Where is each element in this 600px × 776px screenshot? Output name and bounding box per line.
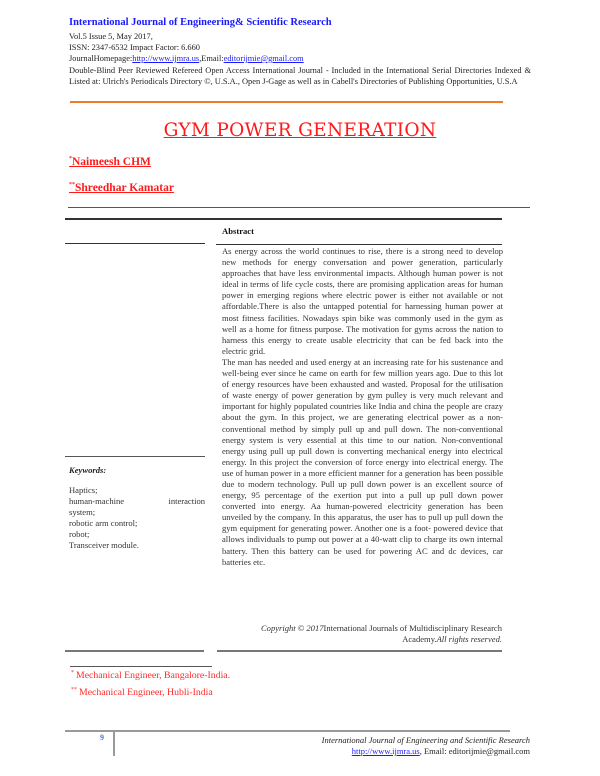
keywords-heading-rule	[65, 456, 205, 457]
copyright-notice: Copyright © 2017International Journals o…	[222, 623, 502, 645]
homepage-link[interactable]: http://www.ijmra.us	[132, 54, 200, 63]
email-label: ,Email:	[199, 54, 224, 63]
keyword-item-continued: system;	[69, 507, 96, 518]
footer-rule	[65, 730, 510, 732]
footnote-separator	[70, 666, 212, 667]
author-1: *Naimeesh CHM	[69, 156, 151, 168]
paper-title: GYM POWER GENERATION	[163, 120, 437, 141]
abstract-paragraph-1: As energy across the world continues to …	[222, 246, 503, 356]
keyword-item: robot;	[69, 529, 90, 540]
page-number: 9	[100, 733, 104, 742]
footnote-2-text: Mechanical Engineer, Hubli-India	[79, 687, 213, 698]
keyword-item: Haptics;	[69, 485, 98, 495]
footer-vertical-rule	[113, 730, 115, 756]
keyword-text: human-machine	[69, 496, 125, 507]
email-link[interactable]: editorijmie@gmail.com	[223, 54, 304, 63]
copyright-org: International Journals of Multidisciplin…	[323, 623, 503, 645]
abstract-heading: Abstract	[222, 226, 254, 236]
footer-url-link[interactable]: http://www.ijmra.us	[351, 746, 420, 756]
header-divider	[70, 101, 503, 103]
abstract-body: As energy across the world continues to …	[222, 246, 503, 568]
journal-homepage-line: JournalHomepage:http://www.ijmra.us,Emai…	[69, 53, 304, 64]
indexing-statement: Double-Blind Peer Reviewed Refereed Open…	[69, 66, 531, 87]
keywords-list: Haptics; human-machine interaction system…	[69, 485, 205, 552]
footnote-2: **Mechanical Engineer, Hubli-India	[71, 687, 213, 698]
author-2-name: Shreedhar Kamatar	[75, 182, 174, 194]
keyword-item: Transceiver module.	[69, 540, 139, 551]
footer-contact: http://www.ijmra.us, Email: editorijmie@…	[200, 746, 530, 756]
keywords-top-rule	[65, 243, 205, 244]
keyword-text: interaction	[168, 496, 205, 507]
footer-email: , Email: editorijmie@gmail.com	[419, 746, 530, 756]
author-2: **Shreedhar Kamatar	[69, 182, 174, 194]
footnote-1-marker: *	[71, 670, 74, 676]
authors-divider	[68, 207, 530, 208]
footnote-2-marker: **	[71, 687, 77, 693]
author-1-marker: *	[69, 156, 72, 162]
footnote-1: *Mechanical Engineer, Bangalore-India.	[71, 670, 230, 681]
volume-issue: Vol.5 Issue 5, May 2017,	[69, 32, 153, 41]
keyword-item: robotic arm control;	[69, 518, 138, 529]
abstract-heading-rule	[216, 244, 502, 245]
abstract-bottom-rule	[217, 650, 502, 652]
copyright-suffix: All rights reserved.	[436, 634, 502, 645]
author-1-name: Naimeesh CHM	[72, 156, 151, 168]
footer-journal-name: International Journal of Engineering and…	[321, 735, 530, 745]
journal-title: International Journal of Engineering& Sc…	[69, 17, 332, 28]
author-2-marker: **	[69, 182, 75, 188]
copyright-prefix: Copyright © 2017	[260, 623, 324, 633]
abstract-paragraph-2: The man has needed and used energy at an…	[222, 356, 503, 567]
section-top-rule	[65, 218, 502, 220]
keywords-heading: Keywords:	[69, 465, 107, 475]
homepage-label: JournalHomepage:	[69, 54, 133, 63]
keyword-item: human-machine interaction	[69, 496, 205, 507]
keywords-bottom-rule	[65, 650, 204, 652]
footnote-1-text: Mechanical Engineer, Bangalore-India.	[76, 670, 231, 681]
issn-impact-factor: ISSN: 2347-6532 Impact Factor: 6.660	[69, 43, 200, 52]
